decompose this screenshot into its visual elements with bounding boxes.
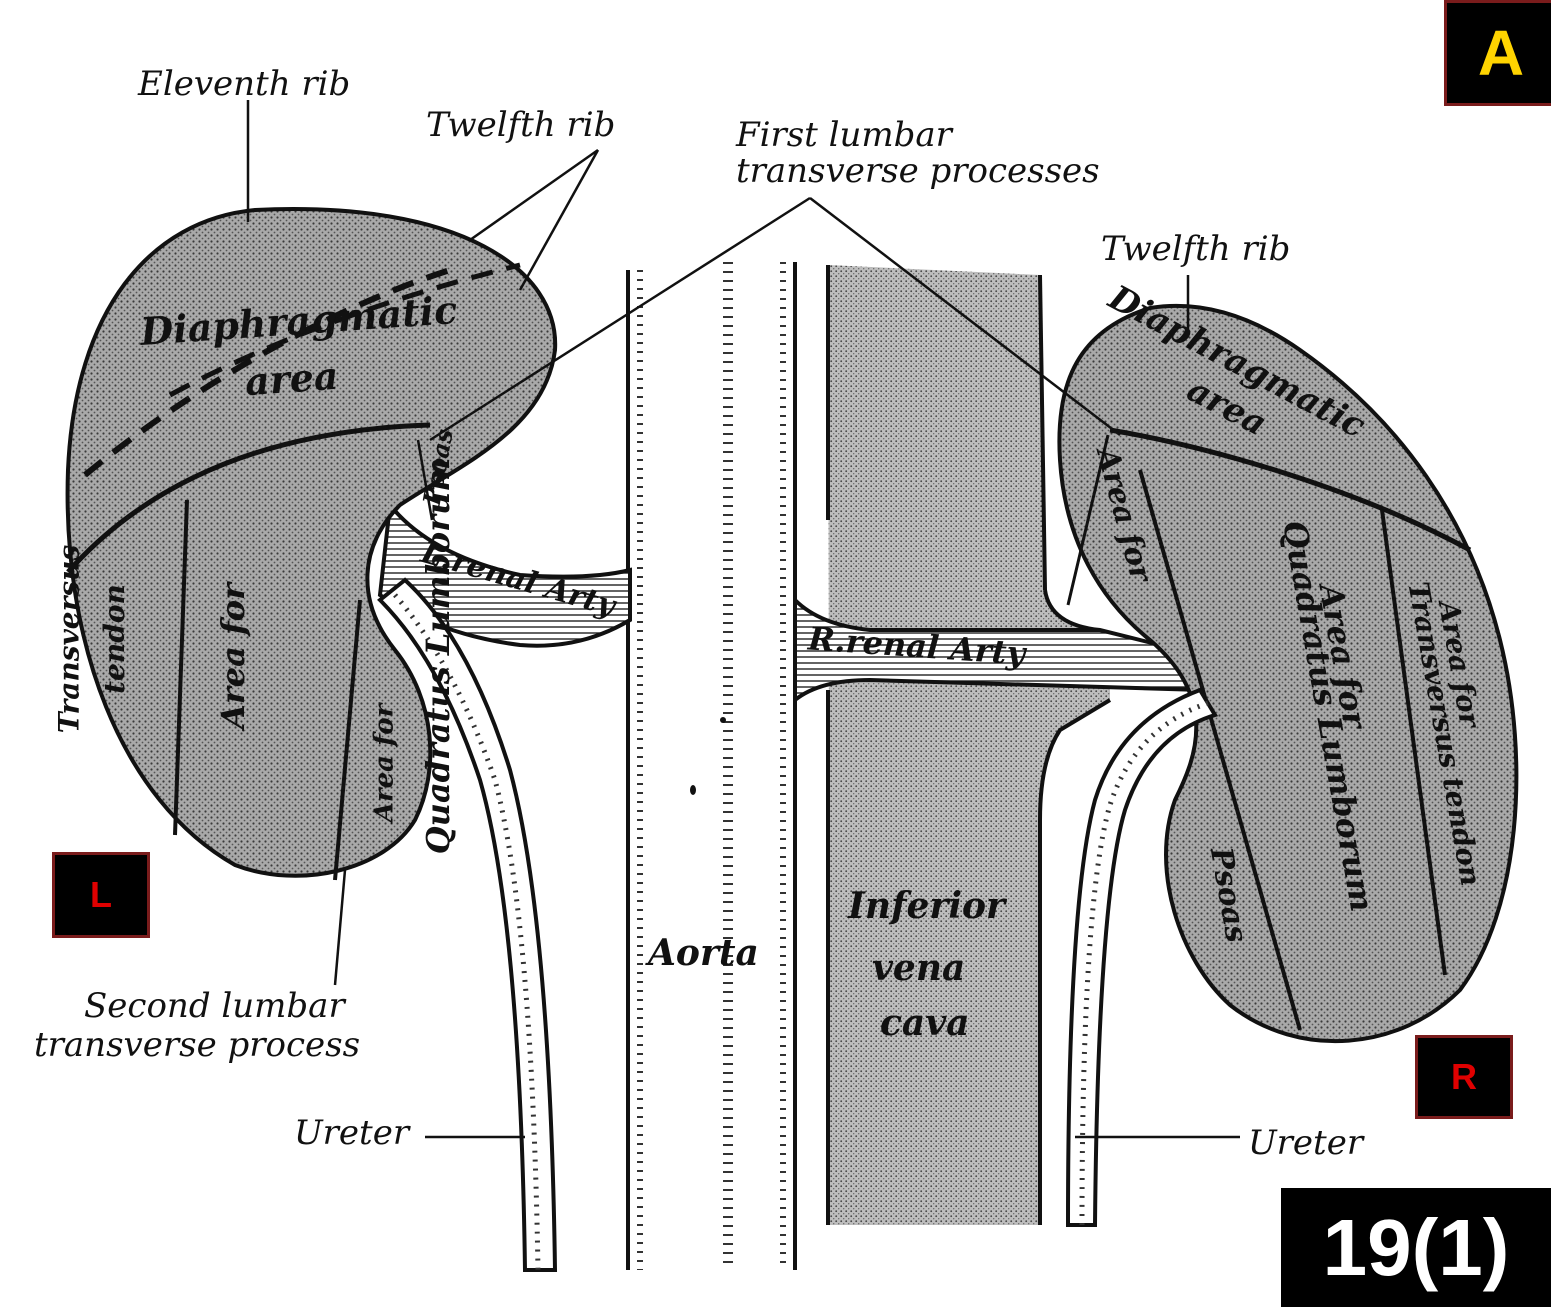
label-quadratus-left-1: Area for (217, 583, 249, 729)
label-ureter-right: Ureter (1248, 1125, 1363, 1162)
label-area-left: area (244, 357, 340, 401)
side-badge-l: L (52, 852, 150, 938)
figure-number-badge: 19(1) (1281, 1188, 1551, 1307)
label-twelfth-rib-left: Twelfth rib (426, 107, 615, 144)
label-twelfth-rib-right: Twelfth rib (1101, 231, 1290, 268)
label-transversus-left-1: Transversus (55, 545, 83, 734)
view-badge-a: A (1444, 0, 1551, 106)
label-aorta: Aorta (648, 935, 759, 971)
label-psoas-left-1: Area for (371, 704, 397, 823)
label-ureter-left: Ureter (294, 1115, 409, 1152)
label-transversus-left-2: tendon (101, 584, 129, 694)
label-first-lumbar-line1: First lumbar (736, 117, 952, 154)
label-second-lumbar-line2: transverse process (34, 1027, 360, 1064)
label-ivc-line3: cava (880, 1005, 970, 1041)
side-badge-r: R (1415, 1035, 1513, 1119)
label-first-lumbar-line2: transverse processes (736, 153, 1100, 190)
label-quadratus-left-2: Quadratus Lumborum (422, 458, 454, 854)
aorta (628, 262, 795, 1270)
label-eleventh-rib: Eleventh rib (138, 66, 350, 103)
label-second-lumbar-line1: Second lumbar (84, 988, 345, 1025)
label-ivc-line1: Inferior (848, 888, 1005, 924)
label-ivc-line2: vena (872, 950, 965, 986)
